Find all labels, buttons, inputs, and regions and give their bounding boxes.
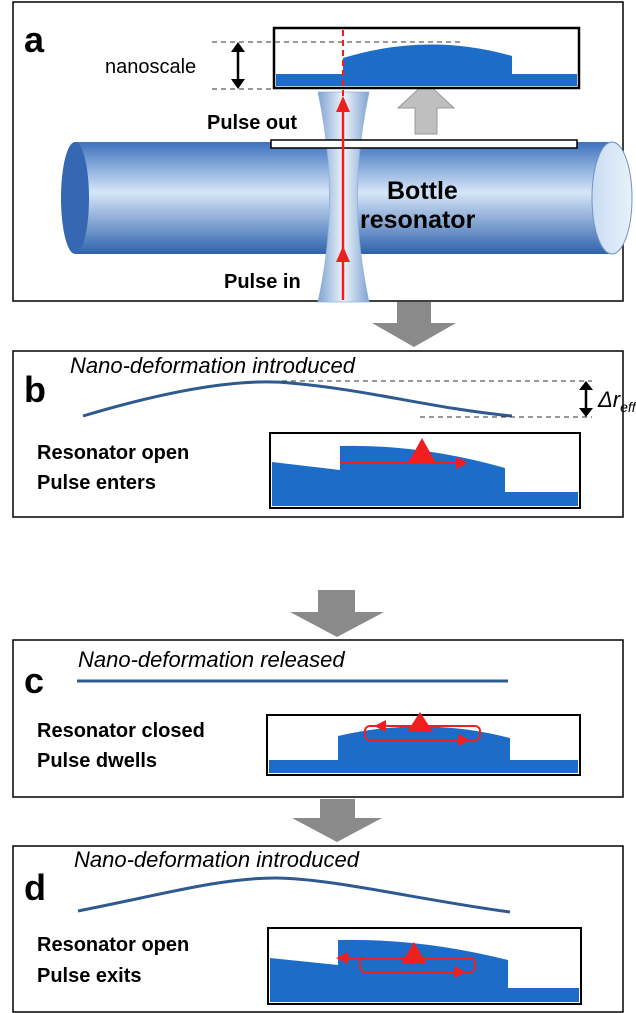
panel-d-state-line2: Pulse exits [37,965,142,987]
panel-d-label: d [24,867,46,908]
down-arrow-icon [290,590,384,637]
panel-b: Nano-deformation introduced b Δreff Reso… [12,350,636,518]
pulse-triangle-icon [401,942,427,964]
double-arrow-icon [231,42,245,89]
down-arrow-icon [372,302,456,347]
panel-c-caption: Nano-deformation released [78,647,345,672]
panel-a-label: a [24,19,45,60]
zoom-up-arrow [396,81,456,135]
panel-b-inset [269,432,581,509]
nanoscale-label: nanoscale [105,56,196,78]
down-arrow-icon [292,799,382,842]
pulse-up-arrowhead-top [336,96,350,112]
panel-d-caption: Nano-deformation introduced [74,847,360,872]
panel-c-inset [266,712,581,776]
panel-d-inset [267,927,582,1005]
panel-d-state-line1: Resonator open [37,934,189,956]
panel-d: Nano-deformation introduced d Resonator … [12,845,624,1013]
panel-c-state-line2: Pulse dwells [37,750,157,772]
fiber-label-line1: Bottle [387,177,458,205]
panel-b-label: b [24,369,46,410]
pulse-triangle-icon [407,712,433,732]
pulse-triangle-icon [408,438,436,463]
panel-c-label: c [24,660,44,701]
panel-a: a nanoscale Pulse [12,1,633,303]
pulse-out-label: Pulse out [207,112,297,134]
pulse-in-label: Pulse in [224,271,301,293]
deformation-curve [77,876,511,914]
panel-b-state-line1: Resonator open [37,442,189,464]
zoom-region-outline [270,139,578,149]
panel-b-state-line2: Pulse enters [37,472,156,494]
pulse-up-arrowhead-bottom [336,246,350,262]
delta-r-eff: Δreff [597,387,636,415]
double-arrow-icon [579,381,593,417]
panel-c: Nano-deformation released c Resonator cl… [12,639,624,798]
fiber-label-line2: resonator [360,206,476,234]
deformation-curve [82,380,513,418]
panel-c-state-line1: Resonator closed [37,720,205,742]
panel-b-caption: Nano-deformation introduced [70,353,356,378]
inset-profile [272,26,581,90]
